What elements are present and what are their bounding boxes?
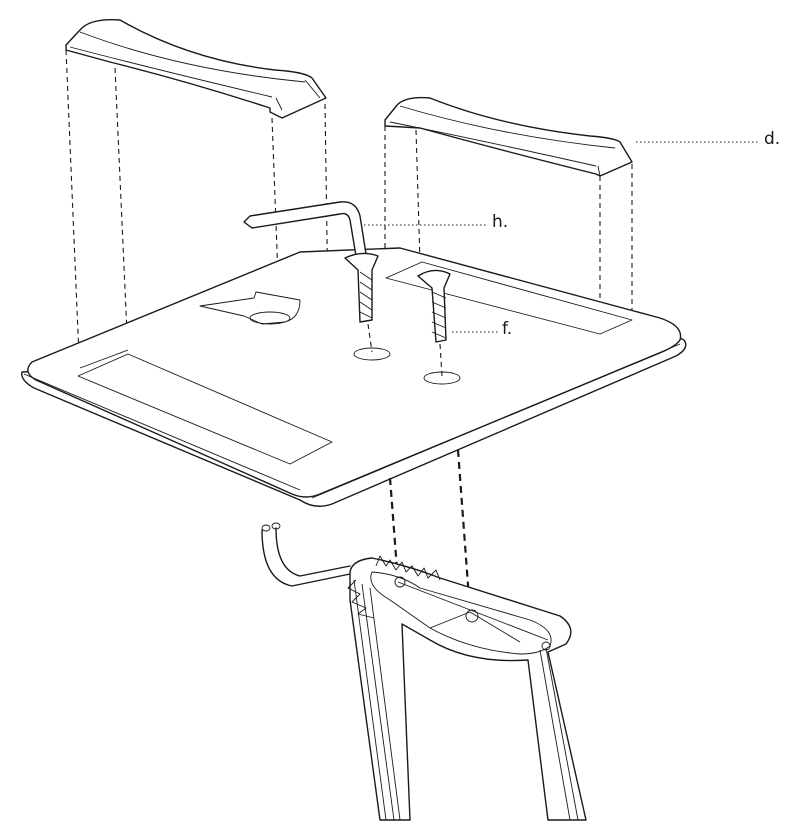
left-rest-pad	[65, 19, 327, 119]
right-rest-pad	[384, 96, 633, 177]
power-cable	[261, 522, 351, 587]
callout-h-label: h.	[492, 212, 508, 232]
screw-right	[417, 269, 451, 343]
callout-f: f.	[452, 319, 512, 339]
callout-d-label: d.	[764, 129, 780, 149]
callout-d: d.	[636, 129, 780, 149]
screw-hole-left	[353, 347, 391, 361]
screw-left	[344, 252, 379, 323]
callout-f-label: f.	[502, 319, 512, 339]
allen-key	[243, 201, 367, 257]
stand-column	[347, 555, 587, 821]
callout-h: h.	[364, 212, 508, 232]
base-plate	[21, 247, 687, 507]
